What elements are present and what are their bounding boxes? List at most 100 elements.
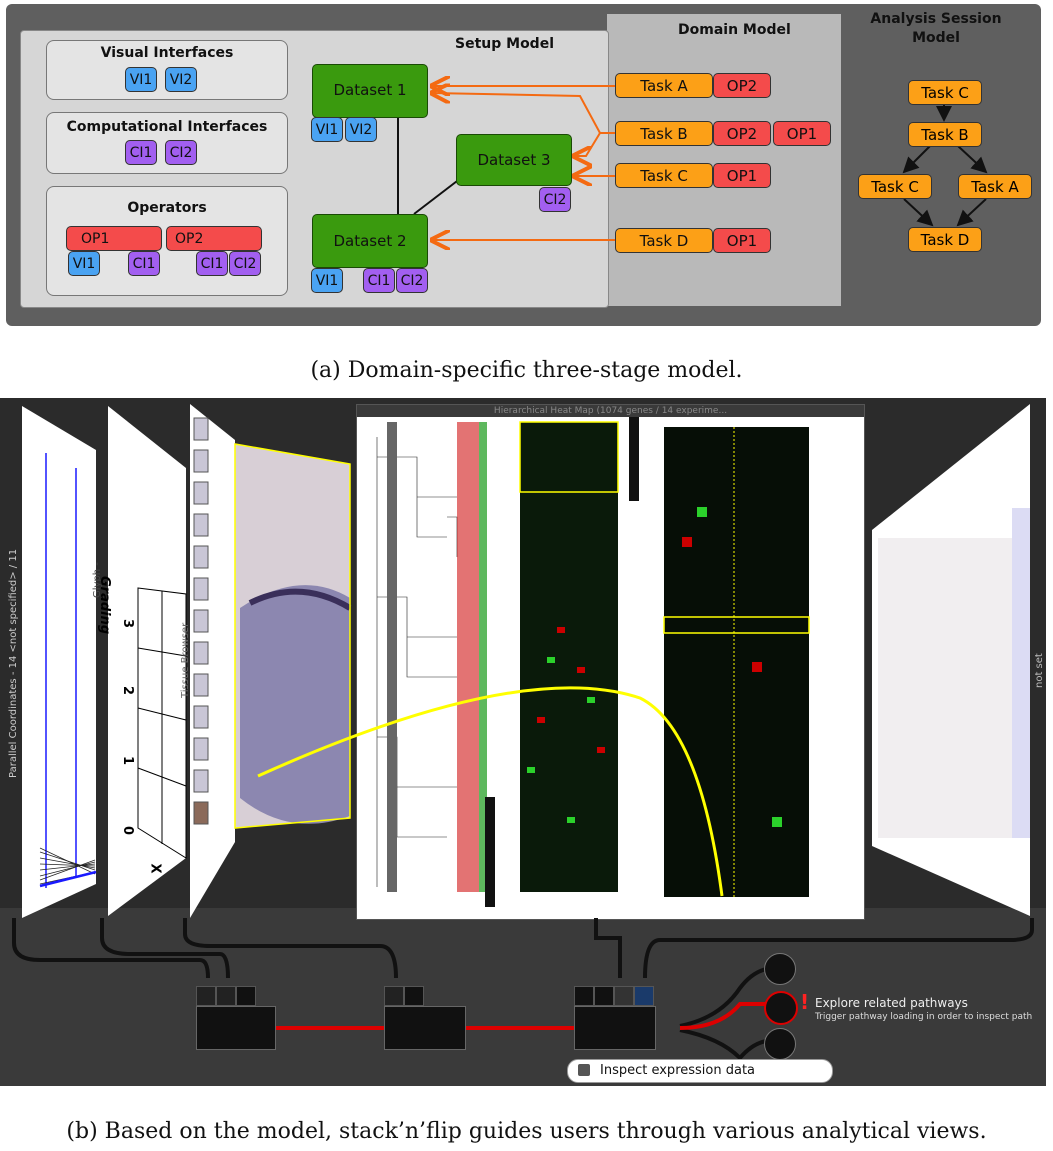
op2-ci2-chip: CI2 <box>229 251 261 276</box>
floor <box>0 908 1046 1086</box>
dataset-tab-button-2[interactable] <box>594 986 614 1006</box>
dataset-2-node: Dataset 2 <box>312 214 428 268</box>
glyph-operator-box[interactable] <box>196 1006 276 1050</box>
heatmap-title: Hierarchical Heat Map (1074 genes / 14 e… <box>357 405 864 417</box>
session-task-a: Task A <box>958 174 1032 199</box>
glyph-view-tab-button[interactable] <box>216 986 236 1006</box>
web-page-sidebar <box>1012 508 1030 838</box>
task-a-chip: Task A <box>615 73 713 98</box>
suggestion-circle-1[interactable] <box>764 953 796 985</box>
tissue-operator-box[interactable] <box>384 1006 466 1050</box>
parallel-coordinates-card <box>22 406 96 918</box>
op1-ci1-chip: CI1 <box>128 251 160 276</box>
edge-b-c <box>902 145 931 174</box>
edge-a-d <box>956 198 987 227</box>
dataset-1-node: Dataset 1 <box>312 64 428 118</box>
operators-title: Operators <box>127 200 207 216</box>
model-connections <box>397 0 988 330</box>
vi1-chip: VI1 <box>125 67 157 92</box>
d1-vi2-chip: VI2 <box>345 117 377 142</box>
dataset-3-node: Dataset 3 <box>456 134 572 186</box>
link-d3-d2 <box>413 177 462 215</box>
overview-column-red <box>457 422 479 892</box>
web-page-content <box>878 538 1028 838</box>
glyph-card <box>108 406 186 916</box>
overview-column-green <box>479 422 487 892</box>
empty-tab-button-2[interactable] <box>404 986 424 1006</box>
tissue-edge <box>248 588 352 611</box>
suggestion-circle-3[interactable] <box>764 1028 796 1060</box>
brushing-link <box>257 686 724 897</box>
inspect-label: Inspect expression data <box>600 1063 756 1078</box>
pc-highlight <box>39 870 97 888</box>
domain-model-area <box>607 14 841 306</box>
detail-heatmap-selection <box>663 616 810 634</box>
vi2-chip: VI2 <box>165 67 197 92</box>
d2-ci1-chip: CI1 <box>363 268 395 293</box>
grading-grid <box>137 587 187 859</box>
caption-b: (b) Based on the model, stack’n’flip gui… <box>66 1119 987 1144</box>
caption-a: (a) Domain-specific three-stage model. <box>310 358 743 383</box>
mid-heatmap-selection <box>519 421 619 493</box>
tissue-thumbnails <box>193 417 209 825</box>
d2-vi1-chip: VI1 <box>311 268 343 293</box>
task-d-chip: Task D <box>615 228 713 253</box>
domain-model-title: Domain Model <box>678 22 791 38</box>
session-task-d: Task D <box>908 227 982 252</box>
arrow-taskB-d3 <box>574 132 601 156</box>
alert-icon: ! <box>800 990 810 1014</box>
dendrogram-scrollbar[interactable] <box>387 422 397 892</box>
ci1-chip: CI1 <box>125 140 157 165</box>
heatmap-tab-button[interactable] <box>614 986 634 1006</box>
analysis-session-model-title: Analysis Session Model <box>870 11 1002 46</box>
ci2-chip: CI2 <box>165 140 197 165</box>
heatmap-window[interactable]: Hierarchical Heat Map (1074 genes / 14 e… <box>356 404 865 920</box>
tissue-frame <box>234 443 351 829</box>
web-tab-button[interactable] <box>634 986 654 1006</box>
task-a-op2-chip: OP2 <box>713 73 771 98</box>
tissue-view-tab-button[interactable] <box>384 986 404 1006</box>
task-c-op1-chip: OP1 <box>713 163 771 188</box>
task-b-op1-chip: OP1 <box>773 121 831 146</box>
detail-heatmap <box>664 427 809 897</box>
arrow-taskB-d1 <box>432 93 615 134</box>
op1-vi1-chip: VI1 <box>68 251 100 276</box>
parallel-view-tab-button[interactable] <box>196 986 216 1006</box>
mid-heatmap <box>520 422 618 892</box>
d1-vi1-chip: VI1 <box>311 117 343 142</box>
task-c-chip: Task C <box>615 163 713 188</box>
task-d-op1-chip: OP1 <box>713 228 771 253</box>
stack-cards <box>22 404 1030 918</box>
session-task-c-1: Task C <box>908 80 982 105</box>
task-b-op2-chip: OP2 <box>713 121 771 146</box>
d3-ci2-chip: CI2 <box>539 187 571 212</box>
task-b-chip: Task B <box>615 121 713 146</box>
session-task-c-2: Task C <box>858 174 932 199</box>
operator-op1: OP1 <box>66 226 162 251</box>
op2-ci1-chip: CI1 <box>196 251 228 276</box>
explore-subtitle: Trigger pathway loading in order to insp… <box>815 1012 1033 1022</box>
mid-scrollbar[interactable] <box>629 417 639 501</box>
dataset-tab-button[interactable] <box>574 986 594 1006</box>
left-scrollbar[interactable] <box>485 797 495 907</box>
expression-operator-box[interactable] <box>574 1006 656 1050</box>
edge-b-a <box>957 145 988 174</box>
operator-op2: OP2 <box>166 226 262 251</box>
d2-ci2-chip: CI2 <box>396 268 428 293</box>
stack-n-flip-screenshot: Hierarchical Heat Map (1074 genes / 14 e… <box>0 398 1046 1086</box>
explore-title[interactable]: Explore related pathways <box>815 996 968 1010</box>
heatmap-green-cells <box>527 507 782 827</box>
heatmap-red-cells <box>537 537 762 753</box>
empty-tab-button[interactable] <box>236 986 256 1006</box>
setup-model-title: Setup Model <box>455 36 554 52</box>
explore-pathways-circle[interactable] <box>764 991 798 1025</box>
heatmap-content <box>376 417 810 907</box>
session-task-b: Task B <box>908 122 982 147</box>
clipboard-icon <box>578 1064 590 1076</box>
tissue-sample <box>240 585 350 824</box>
pipeline-wires <box>12 918 1034 1061</box>
computational-interfaces-title: Computational Interfaces <box>66 119 268 135</box>
visual-interfaces-title: Visual Interfaces <box>100 45 234 61</box>
inspect-tooltip[interactable]: Inspect expression data <box>567 1059 833 1083</box>
edge-c-d <box>903 198 934 227</box>
